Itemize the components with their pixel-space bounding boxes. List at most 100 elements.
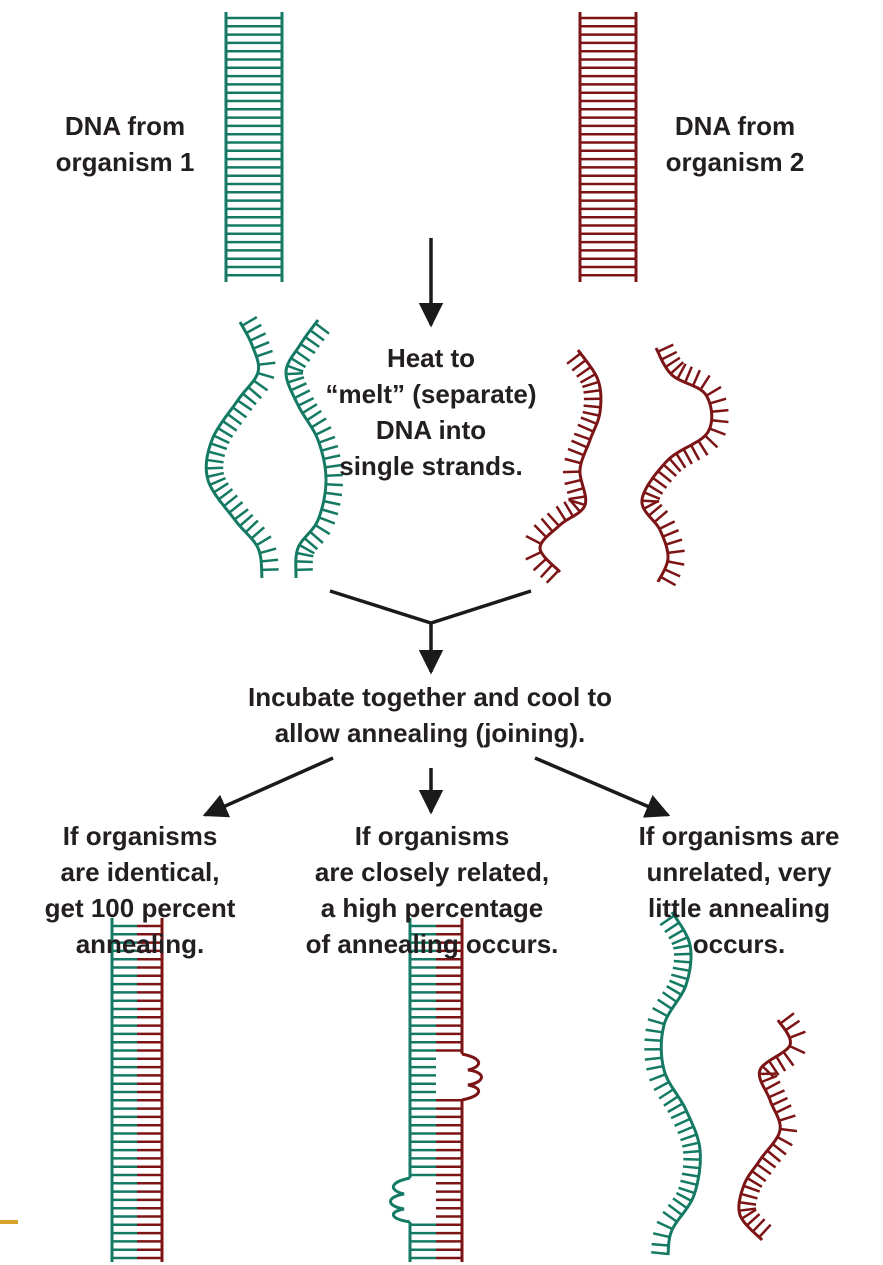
outcome-related-line1: If organisms <box>272 818 592 854</box>
dna-organism2-label-line2: organism 2 <box>640 144 830 180</box>
base-tooth <box>663 1212 677 1222</box>
base-tooth <box>658 1000 672 1009</box>
base-tooth <box>581 418 597 424</box>
base-tooth <box>648 485 662 494</box>
base-tooth <box>218 428 233 437</box>
base-tooth <box>710 399 726 404</box>
base-tooth <box>584 406 601 408</box>
base-tooth <box>214 483 228 492</box>
base-tooth <box>777 1137 792 1145</box>
outcome-left-arrow <box>205 758 333 815</box>
base-tooth <box>651 1252 668 1254</box>
base-tooth <box>776 1056 785 1071</box>
outcome-related-label: If organisms are closely related, a high… <box>272 818 592 962</box>
base-tooth <box>243 394 256 405</box>
base-tooth <box>296 569 313 570</box>
hybrid-unrelated-strand-1 <box>644 912 700 1255</box>
outcome-right-arrow <box>535 758 668 815</box>
base-tooth <box>580 374 595 382</box>
base-tooth <box>325 493 342 495</box>
base-tooth <box>678 1188 694 1193</box>
base-tooth <box>682 1143 699 1147</box>
base-tooth <box>258 373 274 378</box>
base-tooth <box>238 400 252 410</box>
base-tooth <box>572 360 585 370</box>
base-tooth <box>251 527 264 538</box>
base-tooth <box>326 484 343 485</box>
base-tooth <box>207 473 224 477</box>
base-tooth <box>683 1151 700 1152</box>
base-tooth <box>654 1082 669 1090</box>
base-tooth <box>780 1129 797 1131</box>
base-tooth <box>319 517 335 523</box>
organism1-single-strand-a <box>206 317 278 578</box>
organism1-strand-a-backbone <box>206 322 262 578</box>
base-tooth <box>229 502 242 513</box>
base-tooth <box>253 342 269 348</box>
base-tooth <box>297 553 314 556</box>
base-tooth <box>684 449 692 464</box>
hybrid-related-duplex <box>391 918 482 1262</box>
merge-connector <box>330 591 531 623</box>
base-tooth <box>762 1157 776 1167</box>
base-tooth <box>219 489 233 499</box>
base-tooth <box>548 513 559 526</box>
base-tooth <box>665 569 680 576</box>
base-tooth <box>211 443 227 448</box>
base-tooth <box>676 1193 691 1201</box>
base-tooth <box>257 536 272 545</box>
outcome-identical-line3: get 100 percent <box>12 890 268 926</box>
base-tooth <box>747 1214 760 1225</box>
base-tooth <box>206 468 223 469</box>
outcome-related-line4: of annealing occurs. <box>272 926 592 962</box>
base-tooth <box>779 1116 795 1121</box>
mismatch-bulge-left <box>391 1178 411 1222</box>
base-tooth <box>254 381 268 391</box>
base-tooth <box>534 559 547 570</box>
base-tooth <box>710 429 726 435</box>
base-tooth <box>663 530 679 536</box>
base-tooth <box>262 569 279 570</box>
base-tooth <box>208 452 224 456</box>
base-tooth <box>757 1164 771 1174</box>
base-tooth <box>773 1144 786 1154</box>
base-tooth <box>210 478 226 485</box>
base-tooth <box>310 532 323 543</box>
dna-organism2-label-line1: DNA from <box>640 108 830 144</box>
outcome-identical-line4: annealing. <box>12 926 268 962</box>
base-tooth <box>235 509 249 519</box>
base-tooth <box>578 425 594 432</box>
base-tooth <box>296 561 313 562</box>
base-tooth <box>698 441 707 455</box>
base-tooth <box>675 1119 690 1126</box>
base-tooth <box>324 501 341 505</box>
outcome-unrelated-line4: occurs. <box>604 926 874 962</box>
base-tooth <box>772 1098 787 1105</box>
incubate-label-line2: allow annealing (joining). <box>180 715 680 751</box>
base-tooth <box>783 1052 793 1066</box>
base-tooth <box>653 1008 668 1016</box>
base-tooth <box>664 1096 678 1105</box>
base-tooth <box>700 375 709 389</box>
base-tooth <box>669 459 680 472</box>
dna-organism2-label: DNA from organism 2 <box>640 108 830 180</box>
base-tooth <box>645 1058 662 1060</box>
base-tooth <box>780 1013 794 1023</box>
base-tooth <box>680 1135 696 1141</box>
base-tooth <box>567 353 580 363</box>
base-tooth <box>683 1166 700 1168</box>
outcome-unrelated-line3: little annealing <box>604 890 874 926</box>
base-tooth <box>653 478 667 488</box>
base-tooth <box>753 1219 765 1231</box>
base-tooth <box>741 1194 757 1199</box>
base-tooth <box>652 1244 669 1245</box>
dna-organism1-label: DNA from organism 1 <box>30 108 220 180</box>
hybrid-unrelated-strand-2 <box>739 1013 806 1240</box>
base-tooth <box>767 1151 780 1162</box>
base-tooth <box>542 519 553 532</box>
base-tooth <box>583 412 600 416</box>
base-tooth <box>541 565 552 578</box>
base-tooth <box>666 540 682 545</box>
heat-step-label: Heat to “melt” (separate) DNA into singl… <box>300 340 562 484</box>
base-tooth <box>657 1222 672 1229</box>
